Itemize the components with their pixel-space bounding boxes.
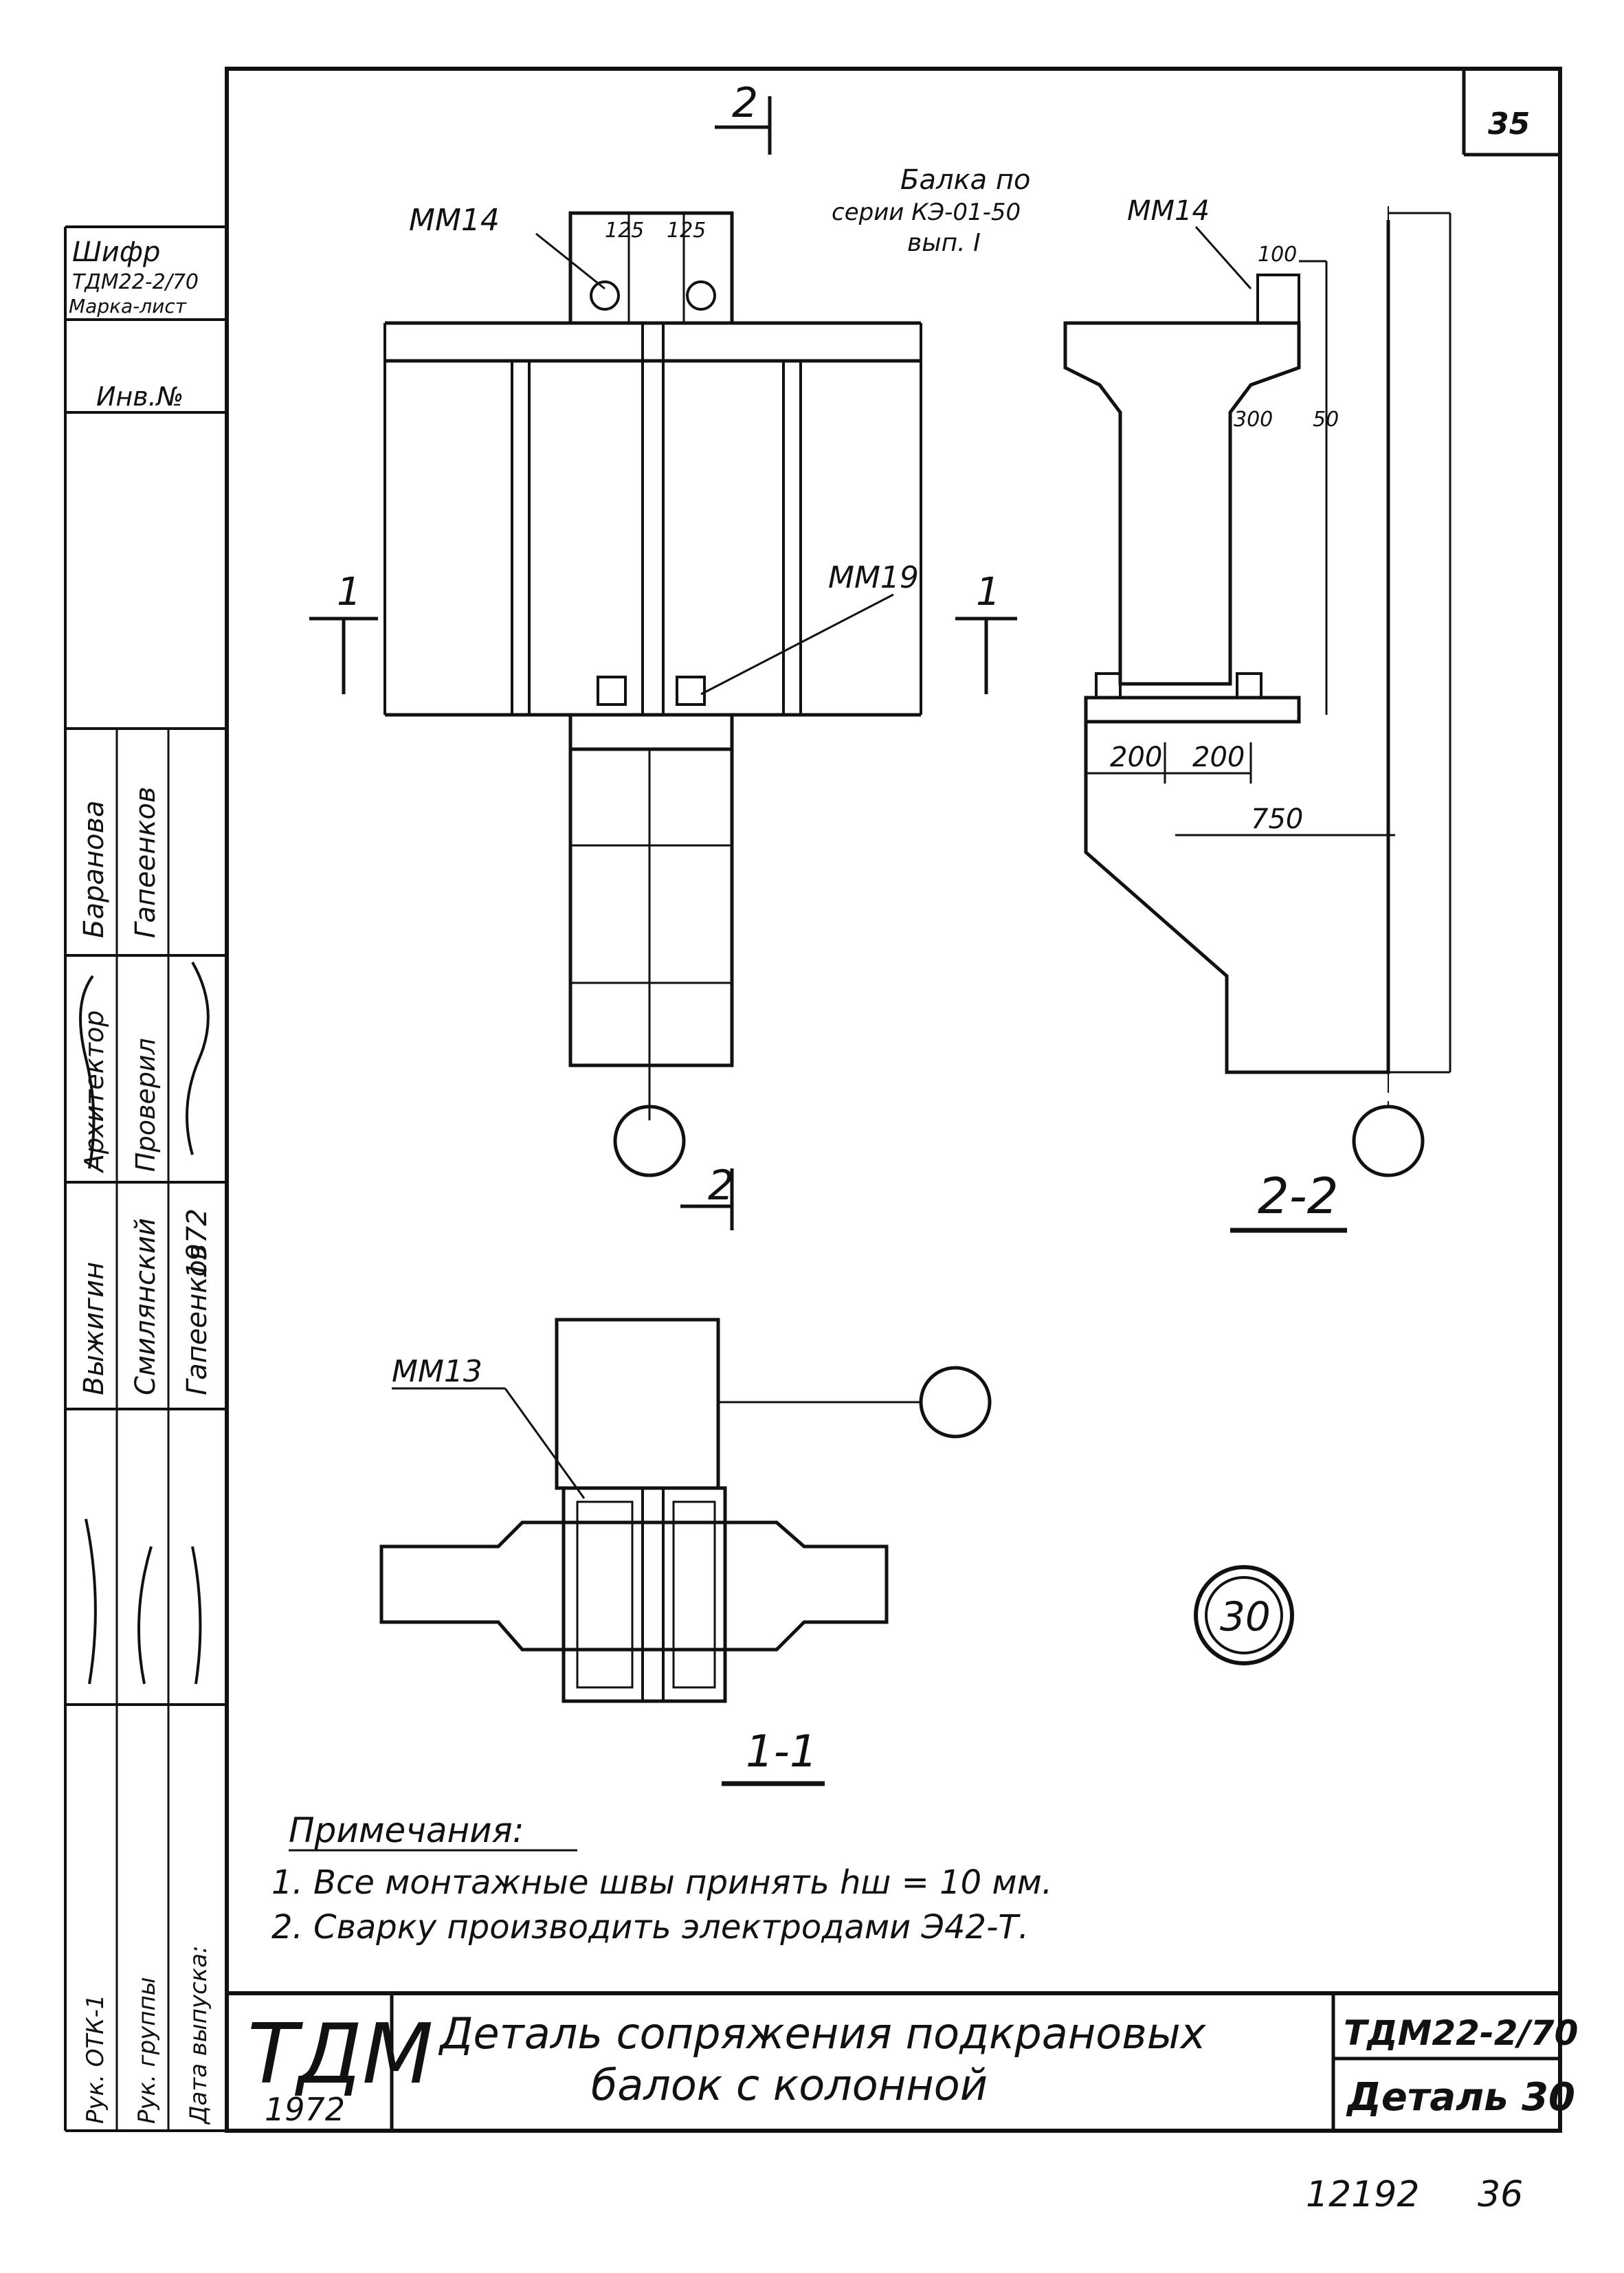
title-line-2: балок с колонной [591, 2060, 988, 2110]
title-year: 1972 [265, 2091, 345, 2128]
axis-bubble-right [1352, 1105, 1425, 1177]
axis-bubble-left [613, 1105, 686, 1177]
label-mm13: ММ13 [392, 1354, 482, 1389]
bottom-number-1: 12192 [1306, 2174, 1419, 2215]
signature-3 [85, 1518, 97, 1685]
beam-note-1: Балка по [900, 164, 1031, 196]
dim-300: 300 [1234, 408, 1273, 432]
mark-sheet-label: Марка-лист [69, 295, 187, 318]
sheet-frame [225, 67, 1562, 2133]
role-head-1: Рук. ОТК-1 [82, 1995, 109, 2124]
beam-note-3: вып. I [907, 229, 981, 257]
year-strip: 1972 [181, 1208, 213, 1278]
cipher-label: Шифр [72, 236, 160, 268]
title-detail: Деталь 30 [1346, 2075, 1575, 2120]
label-mm14-left: ММ14 [409, 203, 500, 238]
label-mm14-right: ММ14 [1127, 195, 1210, 227]
dim-100: 100 [1258, 243, 1297, 267]
section-2-2: Балка по серии КЭ-01-50 вып. I ММ14 100 … [832, 164, 1451, 1233]
note-2: 2. Сварку производить электродами Э42-Т. [271, 1908, 1029, 1947]
role-checked: Проверил [131, 1038, 161, 1172]
signer-role-1: Баранова [78, 800, 110, 938]
left-strip: Шифр ТДМ22-2/70 Марка-лист Инв.№ Баранов… [64, 225, 227, 2132]
dim-200-a: 200 [1110, 742, 1162, 773]
notes: Примечания: 1. Все монтажные швы принять… [271, 1810, 1052, 1947]
signature-1 [79, 975, 96, 1169]
signature-4 [137, 1546, 153, 1685]
title-block: ТДМ 1972 Деталь сопряжения подкрановых б… [227, 1991, 1578, 2131]
dim-750: 750 [1251, 803, 1303, 835]
signature-2 [186, 962, 210, 1155]
role-head-2: Рук. группы [133, 1977, 161, 2124]
dim-200-b: 200 [1192, 742, 1245, 773]
title-code: ТДМ22-2/70 [1344, 2013, 1578, 2053]
signer-name-1: Выжигин [78, 1262, 110, 1395]
org-mark: ТДМ [247, 2007, 434, 2103]
label-mm19: ММ19 [828, 560, 919, 595]
signer-name-2: Смилянский [130, 1218, 162, 1395]
date-label: Дата выпуска: [185, 1945, 212, 2125]
cut-1-left: 1 [337, 570, 361, 614]
front-elevation: 2 125 125 ММ14 ММ19 [309, 79, 1017, 1230]
cut-2-top: 2 [732, 79, 758, 127]
signer-name-3: Гапеенков [181, 1243, 213, 1395]
bottom-number-2: 36 [1478, 2174, 1523, 2215]
inv-label: Инв.№ [96, 381, 183, 412]
notes-title: Примечания: [289, 1810, 524, 1850]
detail-marker: 30 [1194, 1565, 1294, 1665]
section-1-1-title: 1-1 [746, 1727, 818, 1777]
role-architect: Архитектор [79, 1010, 109, 1174]
cut-1-right: 1 [976, 570, 1001, 614]
dim-125-b: 125 [667, 219, 706, 243]
page-number: 35 [1488, 107, 1530, 142]
cut-2-bottom: 2 [708, 1162, 734, 1210]
signature-5 [191, 1546, 202, 1685]
note-1: 1. Все монтажные швы принять hш = 10 мм. [271, 1863, 1052, 1902]
beam-note-2: серии КЭ-01-50 [832, 199, 1021, 226]
cipher-value: ТДМ22-2/70 [72, 270, 199, 294]
signer-name-check: Гапеенков [130, 786, 162, 938]
axis-bubble-plan [919, 1366, 992, 1439]
dim-125-a: 125 [605, 219, 644, 243]
section-1-1: ММ13 1-1 [379, 1318, 992, 1786]
title-line-1: Деталь сопряжения подкрановых [438, 2008, 1207, 2059]
detail-number: 30 [1220, 1593, 1271, 1640]
section-2-2-title: 2-2 [1258, 1167, 1339, 1225]
